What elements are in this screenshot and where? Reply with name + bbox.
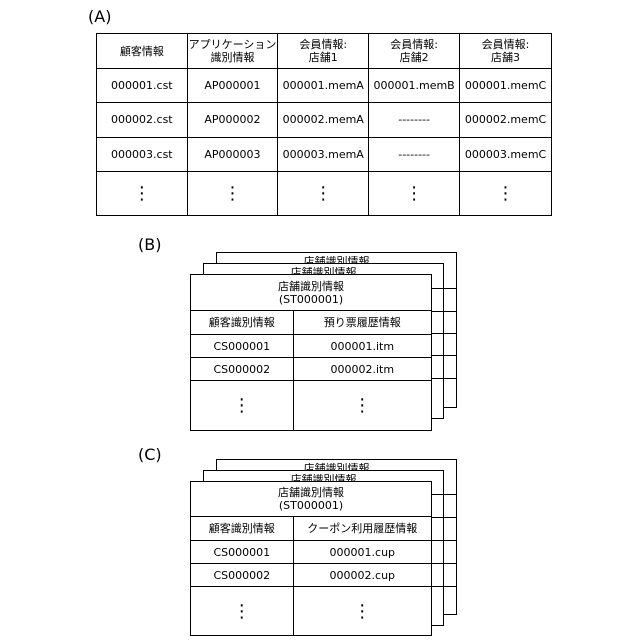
table-row: 000001.cst AP000001 000001.memA 000001.m…: [97, 69, 552, 103]
sheet-edge-line: [432, 586, 456, 587]
table-cell: CS000001: [191, 541, 294, 564]
table-cell: 000002.cst: [97, 103, 188, 137]
table-cell: 000001.cst: [97, 69, 188, 103]
sheet-title-cell: 店舗識別情報 (ST000001): [191, 275, 432, 311]
ellipsis-row: ⋮ ⋮ ⋮ ⋮ ⋮: [97, 171, 552, 215]
header-cell: 預り票履歴情報: [293, 311, 431, 335]
figure-a-label: (A): [88, 8, 111, 26]
table-cell: 000002.memC: [460, 103, 552, 137]
sheet-edge-line: [432, 355, 456, 356]
table-cell: --------: [369, 103, 460, 137]
table-row: CS000002 000002.cup: [191, 564, 432, 587]
table-cell: 000001.memB: [369, 69, 460, 103]
vertical-ellipsis-icon: ⋮: [187, 171, 278, 215]
header-cell: アプリケーション識別情報: [187, 34, 278, 69]
table-cell: 000001.memC: [460, 69, 552, 103]
table-cell: 000002.memA: [278, 103, 369, 137]
sheet-edge-line: [432, 378, 456, 379]
table-header-row: 顧客識別情報 クーポン利用履歴情報: [191, 517, 432, 541]
vertical-ellipsis-icon: ⋮: [460, 171, 552, 215]
ticket-history-table: 店舗識別情報 (ST000001) 顧客識別情報 預り票履歴情報 CS00000…: [190, 274, 432, 431]
sheet-edge-line: [432, 540, 456, 541]
table-row: CS000001 000001.itm: [191, 335, 432, 358]
vertical-ellipsis-icon: ⋮: [191, 381, 294, 431]
sheet-title-cell: 店舗識別情報 (ST000001): [191, 482, 432, 517]
table-row: 000003.cst AP000003 000003.memA --------…: [97, 137, 552, 171]
sheet-edge-line: [432, 311, 456, 312]
vertical-ellipsis-icon: ⋮: [293, 587, 431, 636]
table-cell: 000001.itm: [293, 335, 431, 358]
member-info-table: 顧客情報 アプリケーション識別情報 会員情報:店舗1 会員情報:店舗2 会員情報…: [96, 33, 552, 216]
figure-b-label: (B): [138, 236, 161, 254]
table-cell: 000002.cup: [293, 564, 431, 587]
table-cell: 000001.cup: [293, 541, 431, 564]
sheet-title-row: 店舗識別情報 (ST000001): [191, 482, 432, 517]
header-cell: 会員情報:店舗3: [460, 34, 552, 69]
sheet-edge-line: [432, 563, 456, 564]
table-cell: AP000003: [187, 137, 278, 171]
table-cell: 000002.itm: [293, 358, 431, 381]
header-cell: 会員情報:店舗1: [278, 34, 369, 69]
store-id-title: 店舗識別情報: [278, 486, 344, 499]
table-cell: 000003.memC: [460, 137, 552, 171]
sheet-edge-line: [432, 517, 456, 518]
table-cell: 000003.memA: [278, 137, 369, 171]
coupon-history-table: 店舗識別情報 (ST000001) 顧客識別情報 クーポン利用履歴情報 CS00…: [190, 481, 432, 636]
header-cell: クーポン利用履歴情報: [293, 517, 431, 541]
store-id-value: (ST000001): [279, 293, 343, 306]
table-cell: CS000002: [191, 358, 294, 381]
table-cell: --------: [369, 137, 460, 171]
store-id-value: (ST000001): [279, 499, 343, 512]
table-header-row: 顧客情報 アプリケーション識別情報 会員情報:店舗1 会員情報:店舗2 会員情報…: [97, 34, 552, 69]
table-cell: CS000002: [191, 564, 294, 587]
header-cell: 顧客識別情報: [191, 311, 294, 335]
vertical-ellipsis-icon: ⋮: [293, 381, 431, 431]
table-header-row: 顧客識別情報 預り票履歴情報: [191, 311, 432, 335]
sheet-edge-line: [432, 494, 456, 495]
header-cell: 顧客識別情報: [191, 517, 294, 541]
vertical-ellipsis-icon: ⋮: [97, 171, 188, 215]
table-row: 000002.cst AP000002 000002.memA --------…: [97, 103, 552, 137]
ellipsis-row: ⋮ ⋮: [191, 381, 432, 431]
table-cell: AP000001: [187, 69, 278, 103]
sheet-edge-line: [432, 333, 456, 334]
sheet-edge-line: [432, 288, 456, 289]
sheet-title-row: 店舗識別情報 (ST000001): [191, 275, 432, 311]
store-id-title: 店舗識別情報: [278, 280, 344, 293]
table-cell: 000001.memA: [278, 69, 369, 103]
vertical-ellipsis-icon: ⋮: [369, 171, 460, 215]
table-row: CS000002 000002.itm: [191, 358, 432, 381]
table-cell: AP000002: [187, 103, 278, 137]
vertical-ellipsis-icon: ⋮: [191, 587, 294, 636]
figure-c-label: (C): [138, 446, 162, 464]
header-cell: 顧客情報: [97, 34, 188, 69]
table-row: CS000001 000001.cup: [191, 541, 432, 564]
vertical-ellipsis-icon: ⋮: [278, 171, 369, 215]
table-cell: CS000001: [191, 335, 294, 358]
table-cell: 000003.cst: [97, 137, 188, 171]
ellipsis-row: ⋮ ⋮: [191, 587, 432, 636]
header-cell: 会員情報:店舗2: [369, 34, 460, 69]
